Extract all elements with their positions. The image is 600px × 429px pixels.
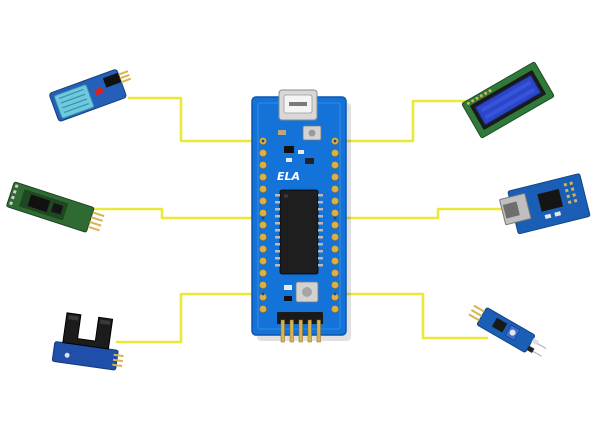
wires	[82, 96, 510, 344]
optical-slot-sensor	[51, 312, 124, 371]
usb-connector	[278, 89, 318, 121]
ethernet-module	[499, 173, 591, 235]
wire-ir-sensor	[336, 292, 488, 340]
lcd-display	[461, 61, 555, 139]
board-label: ELA	[277, 170, 300, 183]
microcontroller-board: ELA	[251, 89, 351, 343]
ir-obstacle-sensor	[468, 304, 547, 357]
main-chip	[275, 189, 323, 275]
reset-button-top	[302, 125, 322, 141]
wire-optical	[116, 292, 262, 344]
dht11-sensor	[49, 69, 132, 122]
bluetooth-module	[6, 181, 105, 233]
wire-ethernet	[336, 207, 510, 220]
left-pin-header	[259, 137, 267, 313]
reset-button-bottom	[295, 281, 319, 303]
dht11-grille	[54, 84, 95, 119]
right-pin-header	[331, 137, 339, 313]
wire-lcd	[336, 99, 482, 143]
wire-bluetooth	[82, 207, 262, 220]
icsp-header	[277, 312, 323, 343]
wire-dht11	[128, 96, 262, 143]
